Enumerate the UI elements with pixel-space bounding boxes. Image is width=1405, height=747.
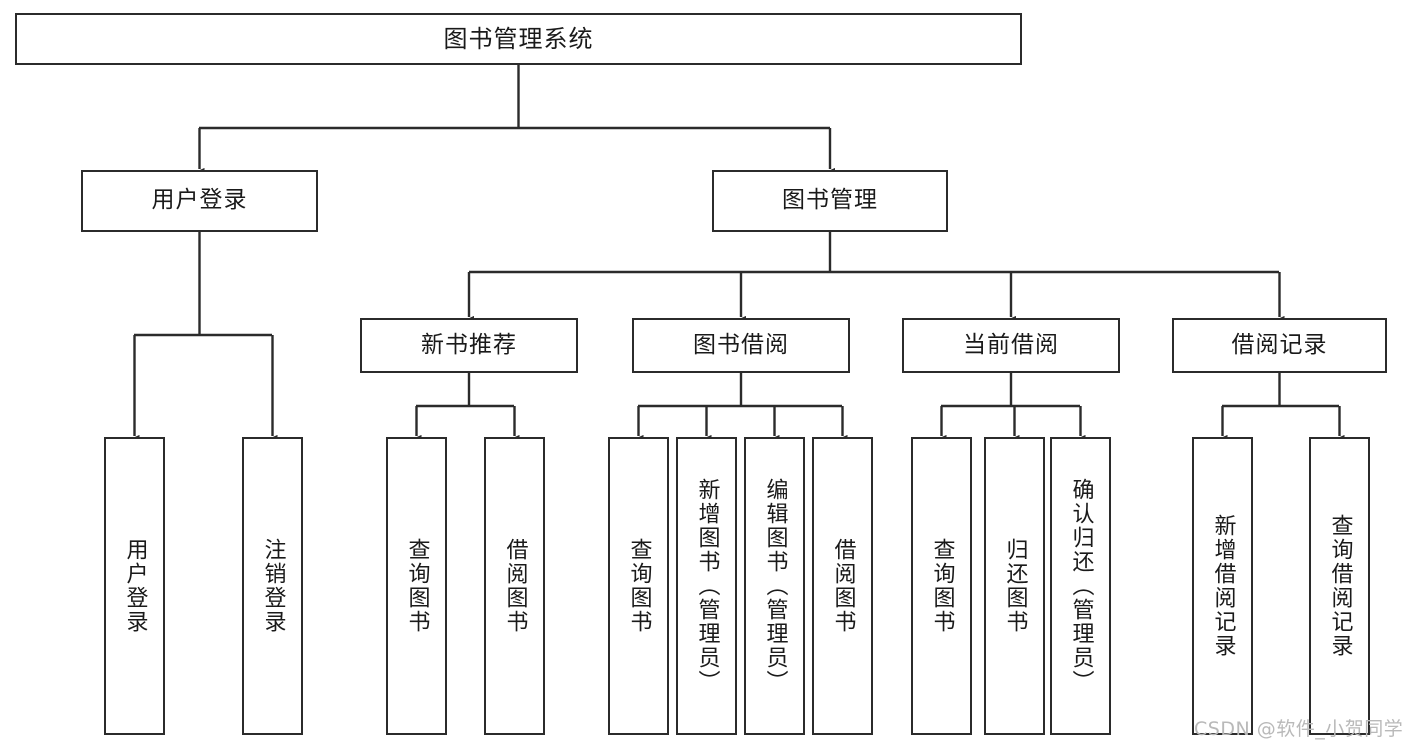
node-leaf-borrow-1[interactable]: 查询图书 bbox=[608, 437, 669, 735]
csdn-watermark: CSDN @软件_小贺同学 bbox=[1194, 718, 1404, 740]
node-label: 当前借阅 bbox=[963, 331, 1059, 358]
node-leaf-new-2[interactable]: 借阅图书 bbox=[484, 437, 545, 735]
node-label: 新书推荐 bbox=[421, 331, 517, 358]
node-label: 编辑图书（管理员） bbox=[762, 478, 788, 694]
node-login[interactable]: 用户登录 bbox=[81, 170, 318, 232]
node-label: 新增图书（管理员） bbox=[694, 478, 720, 694]
node-current[interactable]: 当前借阅 bbox=[902, 318, 1120, 373]
node-leaf-login-2[interactable]: 注销登录 bbox=[242, 437, 303, 735]
node-label: 新增借阅记录 bbox=[1210, 514, 1236, 658]
node-leaf-cur-1[interactable]: 查询图书 bbox=[911, 437, 972, 735]
node-root[interactable]: 图书管理系统 bbox=[15, 13, 1022, 65]
node-borrow[interactable]: 图书借阅 bbox=[632, 318, 850, 373]
node-bookmgmt[interactable]: 图书管理 bbox=[712, 170, 948, 232]
node-leaf-borrow-2[interactable]: 新增图书（管理员） bbox=[676, 437, 737, 735]
node-leaf-rec-2[interactable]: 查询借阅记录 bbox=[1309, 437, 1370, 735]
node-leaf-new-1[interactable]: 查询图书 bbox=[386, 437, 447, 735]
node-leaf-rec-1[interactable]: 新增借阅记录 bbox=[1192, 437, 1253, 735]
node-label: 查询图书 bbox=[626, 538, 652, 634]
node-label: 借阅图书 bbox=[830, 538, 856, 634]
node-leaf-cur-3[interactable]: 确认归还（管理员） bbox=[1050, 437, 1111, 735]
node-label: 借阅记录 bbox=[1231, 331, 1328, 358]
node-label: 查询图书 bbox=[404, 538, 430, 634]
node-label: 用户登录 bbox=[151, 187, 248, 214]
node-newbook[interactable]: 新书推荐 bbox=[360, 318, 578, 373]
node-label: 注销登录 bbox=[260, 538, 286, 634]
node-leaf-borrow-3[interactable]: 编辑图书（管理员） bbox=[744, 437, 805, 735]
node-label: 用户登录 bbox=[122, 538, 148, 634]
node-label: 借阅图书 bbox=[502, 538, 528, 634]
node-leaf-cur-2[interactable]: 归还图书 bbox=[984, 437, 1045, 735]
node-leaf-login-1[interactable]: 用户登录 bbox=[104, 437, 165, 735]
node-label: 确认归还（管理员） bbox=[1068, 478, 1094, 694]
node-label: 归还图书 bbox=[1002, 538, 1028, 634]
node-label: 图书管理系统 bbox=[443, 24, 594, 53]
node-label: 查询图书 bbox=[929, 538, 955, 634]
node-label: 图书管理 bbox=[782, 187, 878, 214]
node-label: 图书借阅 bbox=[693, 331, 789, 358]
node-leaf-borrow-4[interactable]: 借阅图书 bbox=[812, 437, 873, 735]
node-records[interactable]: 借阅记录 bbox=[1172, 318, 1387, 373]
node-label: 查询借阅记录 bbox=[1327, 514, 1353, 658]
